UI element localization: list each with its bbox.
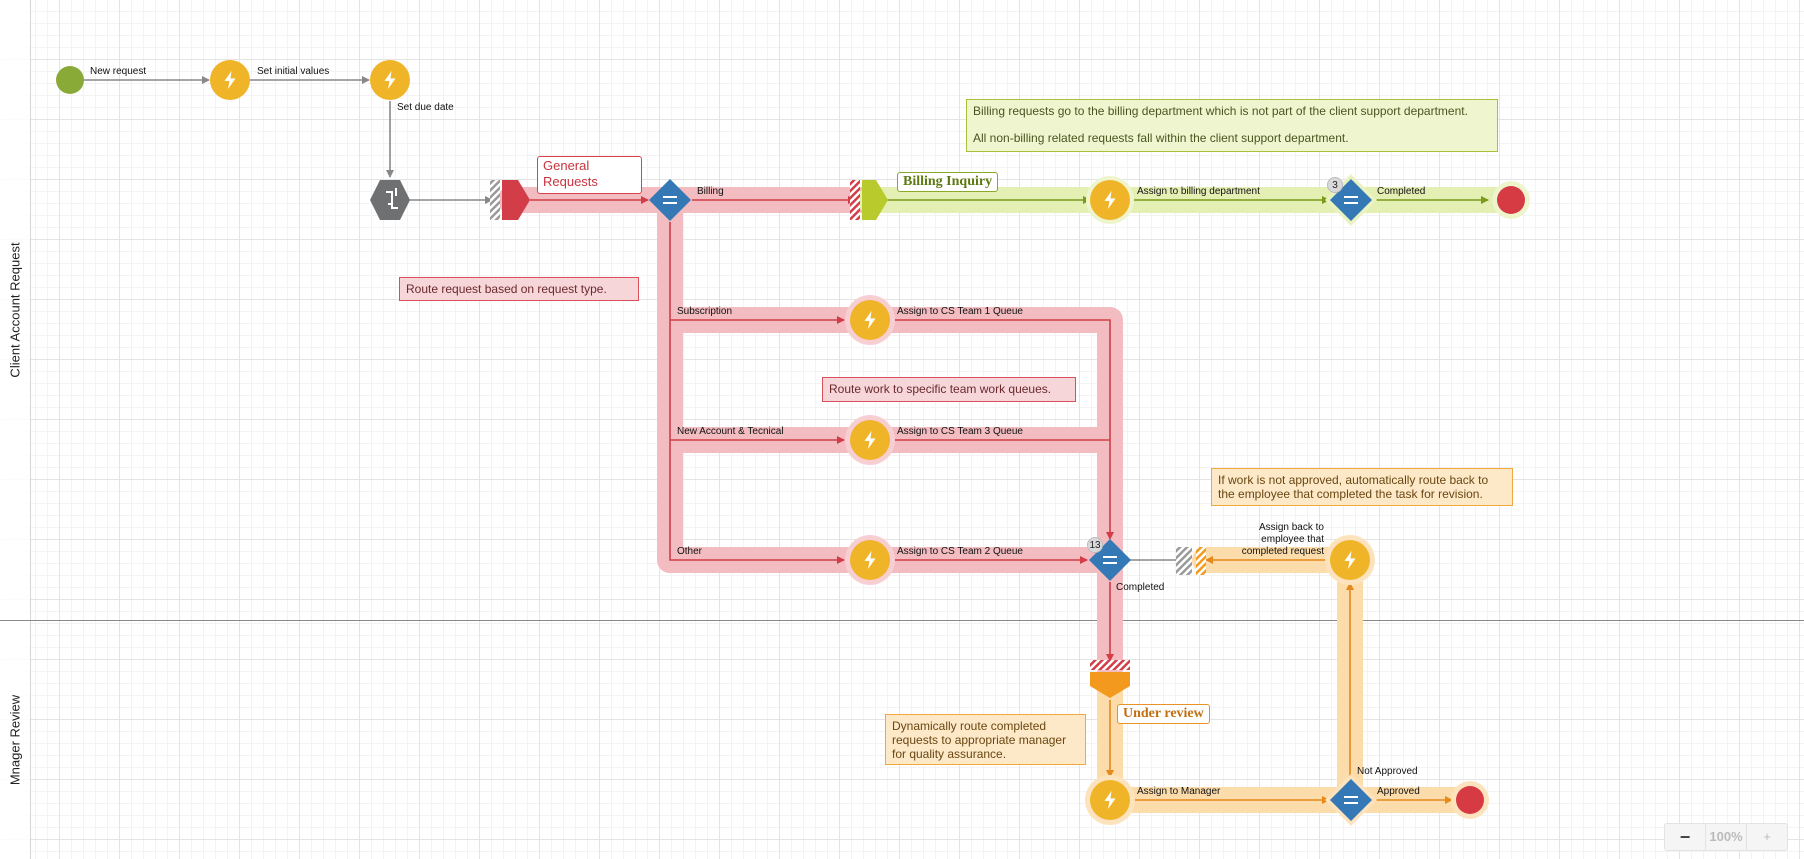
gateway-request-type[interactable] [649, 179, 691, 221]
label-approved: Approved [1377, 786, 1420, 797]
note-billing[interactable]: Billing requests go to the billing depar… [966, 99, 1498, 152]
equals-icon [1103, 556, 1117, 564]
label-billing: Billing [697, 186, 724, 197]
split-node[interactable] [370, 180, 410, 220]
note-text: All non-billing related requests fall wi… [973, 131, 1349, 145]
zoom-level: 100% [1705, 824, 1747, 850]
note-route-work[interactable]: Route work to specific team work queues. [822, 377, 1076, 402]
label-assign-cs3: Assign to CS Team 3 Queue [897, 426, 1023, 437]
label-assign-manager: Assign to Manager [1137, 786, 1221, 797]
label-assign-cs2: Assign to CS Team 2 Queue [897, 546, 1023, 557]
task-assign-manager[interactable] [1085, 775, 1135, 825]
label-completed-cs: Completed [1116, 582, 1165, 593]
equals-icon [663, 196, 677, 204]
note-route-request[interactable]: Route request based on request type. [399, 277, 639, 301]
label-set-initial-values: Set initial values [257, 66, 330, 77]
label-assign-cs1: Assign to CS Team 1 Queue [897, 306, 1023, 317]
task-set-initial-values[interactable] [210, 60, 250, 100]
gateway-approval[interactable] [1325, 774, 1377, 826]
label-assign-back: Assign back to employee that completed r… [1241, 522, 1324, 557]
lane-header[interactable]: Client Account Request [0, 0, 31, 620]
label-new-request: New request [90, 66, 147, 77]
note-not-approved[interactable]: If work is not approved, automatically r… [1211, 468, 1513, 506]
end-event-approved[interactable] [1451, 781, 1489, 819]
red-connectors [530, 196, 1114, 662]
label-other: Other [677, 546, 703, 557]
stage-marker-billing[interactable] [850, 180, 888, 220]
grey-connectors [82, 76, 1176, 561]
count-badge: 3 [1327, 177, 1343, 193]
label-subscription: Subscription [677, 306, 733, 317]
label-set-due-date: Set due date [397, 102, 454, 113]
count-badge: 13 [1087, 537, 1103, 553]
lane-header[interactable]: Mnager Review [0, 621, 31, 859]
orange-path-band [1097, 547, 1483, 813]
task-assign-back[interactable] [1325, 535, 1375, 585]
stage-label-billing-inquiry[interactable]: Billing Inquiry [897, 172, 999, 192]
orange-connectors [1106, 556, 1453, 804]
label-not-approved: Not Approved [1357, 766, 1418, 777]
split-icon [386, 191, 398, 209]
zoom-out-button[interactable]: − [1679, 827, 1691, 847]
label-assign-billing: Assign to billing department [1137, 186, 1260, 197]
stage-label-general-requests[interactable]: General Requests [537, 156, 642, 194]
stage-marker-review[interactable] [1090, 660, 1130, 698]
task-assign-cs1[interactable] [845, 295, 895, 345]
label-new-account: New Account & Tecnical [677, 426, 784, 437]
equals-icon [1344, 796, 1358, 804]
equals-icon [1344, 196, 1358, 204]
stage-label-under-review[interactable]: Under review [1117, 704, 1210, 724]
note-text: Billing requests go to the billing depar… [973, 104, 1468, 118]
label-completed-billing: Completed [1377, 186, 1426, 197]
lane-client-account-request: Client Account Request [0, 0, 1804, 621]
stage-marker-general[interactable] [490, 180, 530, 220]
task-assign-billing[interactable] [1086, 176, 1134, 224]
stage-marker-return[interactable] [1176, 547, 1206, 575]
zoom-in-button[interactable]: + [1763, 829, 1771, 844]
note-review[interactable]: Dynamically route completed requests to … [885, 714, 1086, 765]
task-assign-cs3[interactable] [845, 415, 895, 465]
end-event-billing[interactable] [1492, 181, 1530, 219]
lane-manager-review: Mnager Review [0, 621, 1804, 859]
task-set-due-date[interactable] [370, 60, 410, 100]
task-assign-cs2[interactable] [845, 535, 895, 585]
start-event[interactable] [56, 66, 84, 94]
zoom-control: − 100% + [1664, 823, 1788, 851]
